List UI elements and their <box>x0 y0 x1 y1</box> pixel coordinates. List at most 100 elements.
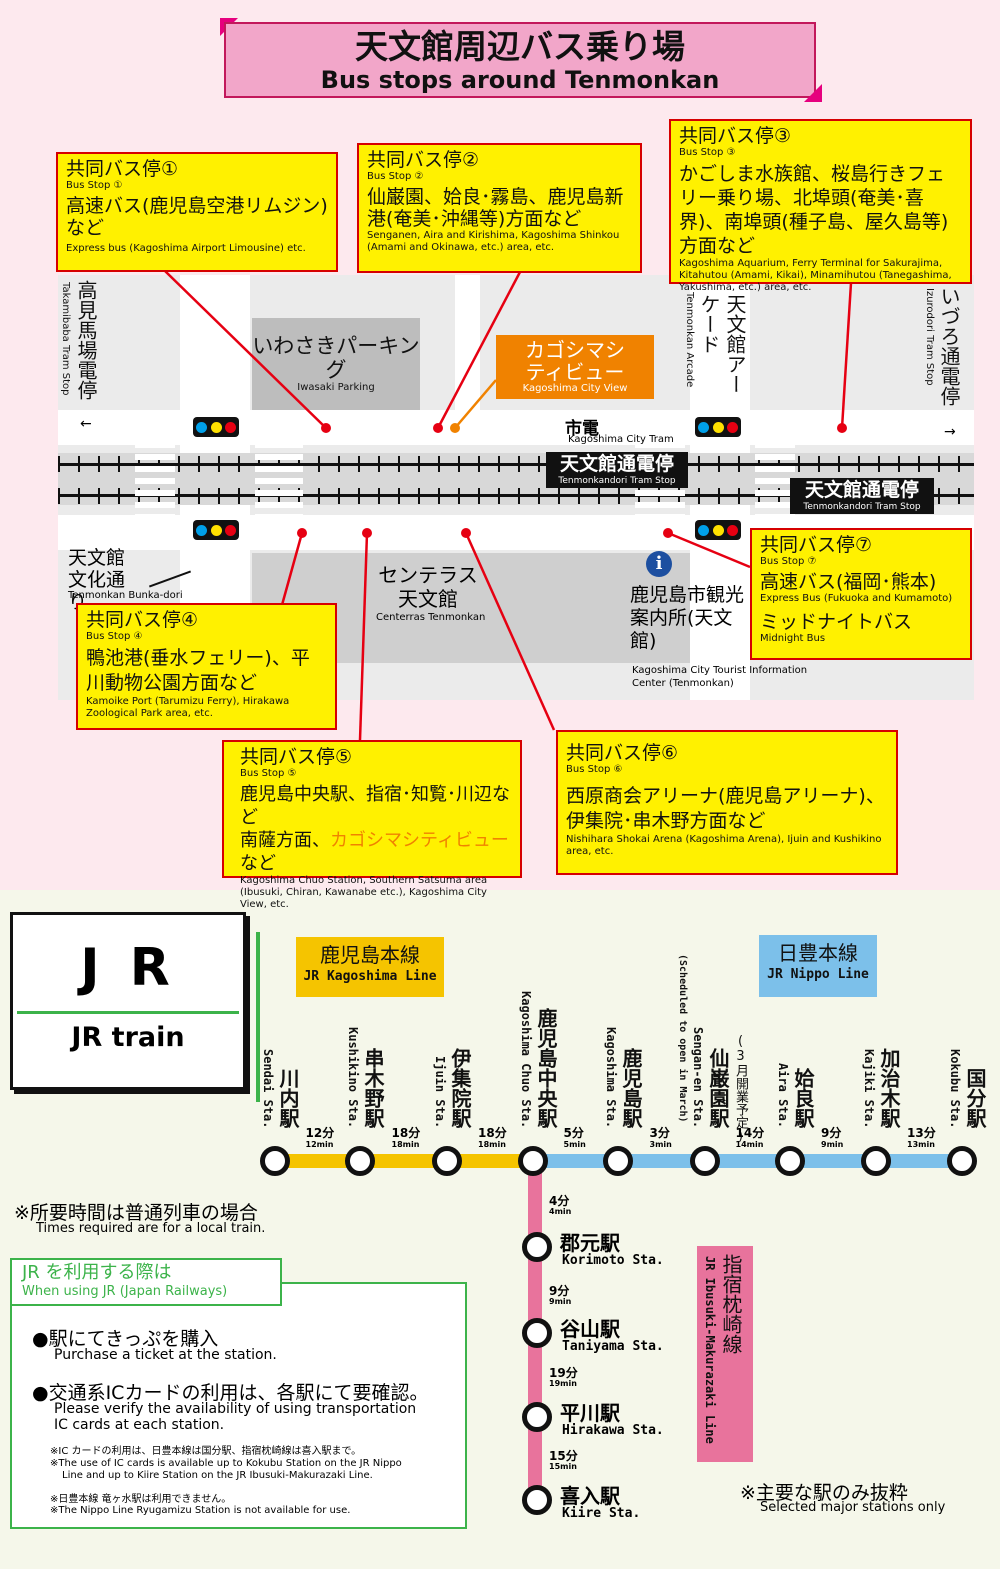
tram-label-jp: 市電 <box>565 419 599 439</box>
bus-stop-3-marker[interactable] <box>837 423 847 433</box>
station-circle[interactable] <box>518 1146 548 1176</box>
ibusuki-line-en: JR Ibusuki-Makurazaki Line <box>703 1256 717 1444</box>
jr-title-box: J R JR train <box>10 912 246 1090</box>
traffic-signal-icon <box>193 520 239 540</box>
station-circle[interactable] <box>522 1318 552 1348</box>
bus-stop-destinations-en: Nishihara Shokai Arena (Kagoshima Arena)… <box>566 834 882 857</box>
travel-time-en: 14min <box>735 1140 764 1149</box>
station-circle[interactable] <box>522 1485 552 1515</box>
bus-stop-sub: Bus Stop ⑥ <box>566 764 623 775</box>
tram-stop-north: 天文館通電停 Tenmonkandori Tram Stop <box>546 452 688 488</box>
travel-time-en: 18min <box>478 1140 506 1149</box>
travel-time: 5分 <box>563 1126 584 1140</box>
bus-stop-sub: Bus Stop ④ <box>86 631 143 642</box>
bus-stop-7-marker[interactable] <box>663 528 673 538</box>
station-name-jp: 国分駅 <box>963 1068 987 1128</box>
tram-stop-south-jp: 天文館通電停 <box>804 479 919 501</box>
bus-stop-1-box[interactable]: 共同バス停① Bus Stop ① 高速バス(鹿児島空港リムジン)など Expr… <box>56 152 338 272</box>
station-circle[interactable] <box>861 1146 891 1176</box>
bus-stop-sub: Bus Stop ③ <box>679 147 736 158</box>
iwasaki-parking: いわさきパーキング Iwasaki Parking <box>252 318 420 410</box>
station-circle[interactable] <box>345 1146 375 1176</box>
bus-stop-2-marker[interactable] <box>433 423 443 433</box>
station-circle[interactable] <box>603 1146 633 1176</box>
bus-stop-1-marker[interactable] <box>321 423 331 433</box>
bus-stop-destinations-en: Express bus (Kagoshima Airport Limousine… <box>66 243 306 254</box>
arcade-label-en: Tenmonkan Arcade <box>684 292 695 388</box>
bus-stop-destinations-cityview: カゴシマシティビュー <box>330 830 509 851</box>
bus-stop-destinations-b: 南薩方面、 <box>240 830 330 851</box>
bus-stop-6-box[interactable]: 共同バス停⑥ Bus Stop ⑥ 西原商会アリーナ(鹿児島アリーナ)、伊集院･… <box>556 730 898 875</box>
centerras-label-en: Centerras Tenmonkan <box>376 612 486 623</box>
crosswalk <box>255 440 303 520</box>
travel-time: 19分 <box>549 1366 578 1380</box>
travel-time: 4分 <box>549 1194 570 1208</box>
station-name-en: Sengan-en Sta. <box>691 1026 705 1128</box>
bus-stop-5-marker[interactable] <box>362 528 372 538</box>
travel-time: 14分 <box>735 1126 765 1140</box>
travel-time-en: 13min <box>907 1140 935 1149</box>
bus-stop-2-box[interactable]: 共同バス停② Bus Stop ② 仙巌園、姶良･霧島、鹿児島新港(奄美･沖縄等… <box>357 143 642 273</box>
leader-lines <box>164 270 853 741</box>
bus-stop-sub: Bus Stop ⑤ <box>240 768 297 779</box>
station-circle[interactable] <box>947 1146 977 1176</box>
station-name-en: Sendai Sta. <box>261 1048 275 1128</box>
title-japanese: 天文館周辺バス乗り場 <box>355 27 685 66</box>
crosswalk <box>135 440 175 520</box>
ibusuki-line-tag: 指宿枕崎線 JR Ibusuki-Makurazaki Line <box>697 1246 753 1462</box>
tram-label-en: Kagoshima City Tram <box>568 434 674 445</box>
tram-stop-south-en: Tenmonkandori Tram Stop <box>803 502 921 512</box>
takamibaba-label-jp: 高見馬場電停 <box>74 280 98 400</box>
jr-usage-note-1: ※IC カードの利用は、日豊本線は国分駅、指宿枕崎線は喜入駅まで。 <box>50 1446 362 1457</box>
izuro-label-jp: いづろ通電停 <box>937 286 961 406</box>
station-name-jp: 加治木駅 <box>877 1048 901 1128</box>
station-circle[interactable] <box>432 1146 462 1176</box>
bus-stop-heading: 共同バス停⑥ <box>566 742 679 764</box>
station-circle[interactable] <box>522 1232 552 1262</box>
kagoshima-line-en: JR Kagoshima Line <box>303 969 437 984</box>
station-circle[interactable] <box>260 1146 290 1176</box>
bus-stop-destinations: 高速バス(福岡･熊本) <box>760 571 937 593</box>
leader-line-stop-7 <box>667 531 751 569</box>
leader-line-stop-2 <box>436 271 522 429</box>
travel-time-en: 18min <box>391 1140 420 1149</box>
station-name-en: Kushikino Sta. <box>346 1026 360 1128</box>
centerras-label-jp: センテラス天文館 <box>378 563 478 611</box>
bus-stop-4-box[interactable]: 共同バス停④ Bus Stop ④ 鴨池港(垂水フェリー)、平川動物公園方面など… <box>76 603 337 730</box>
bus-stop-destinations-2-en: Midnight Bus <box>760 633 826 644</box>
bus-stop-4-marker[interactable] <box>297 528 307 538</box>
bus-stop-destinations-en: Kagoshima Aquarium, Ferry Terminal for S… <box>679 258 952 293</box>
bus-stop-7-box[interactable]: 共同バス停⑦ Bus Stop ⑦ 高速バス(福岡･熊本) Express Bu… <box>750 528 972 660</box>
bus-stop-destinations-en: Express Bus (Fukuoka and Kumamoto) <box>760 593 953 604</box>
bus-stop-destinations-d: など <box>240 853 276 874</box>
travel-time: 15分 <box>549 1449 578 1463</box>
station-circle[interactable] <box>775 1146 805 1176</box>
jr-usage-info: JR を利用する際は When using JR (Japan Railways… <box>10 1258 467 1529</box>
bus-stop-5-box[interactable]: 共同バス停⑤ Bus Stop ⑤ 鹿児島中央駅、指宿･知覧･川辺など南薩方面、… <box>222 740 522 910</box>
bus-stop-6-marker[interactable] <box>461 528 471 538</box>
station-name-en: Kagoshima Chuo Sta. <box>519 990 533 1128</box>
kagoshima-line-tag: 鹿児島本線 JR Kagoshima Line <box>296 937 444 997</box>
cityview-stop-marker[interactable] <box>450 423 460 433</box>
ibusuki-line-jp: 指宿枕崎線 <box>719 1254 743 1354</box>
title-english: Bus stops around Tenmonkan <box>320 66 720 94</box>
travel-time-en: 3min <box>649 1140 672 1149</box>
travel-time: 13分 <box>907 1126 936 1140</box>
jr-usage-bullet-2: ●交通系ICカードの利用は、各駅にて要確認。 <box>32 1382 429 1404</box>
bus-stop-destinations-en: Kagoshima Chuo Station, Southern Satsuma… <box>240 875 488 910</box>
station-circle[interactable] <box>522 1402 552 1432</box>
bus-stop-heading: 共同バス停⑤ <box>240 746 353 768</box>
divider <box>17 1011 239 1014</box>
bus-stop-destinations: かごしま水族館、桜島行きフェリー乗り場、北埠頭(奄美･喜界)、南埠頭(種子島、屋… <box>679 163 949 257</box>
station-name-jp: 鹿児島駅 <box>619 1048 643 1128</box>
bus-stop-heading: 共同バス停② <box>367 149 480 171</box>
jr-usage-note-2: ※日豊本線 竜ヶ水駅は利用できません。 <box>50 1494 232 1505</box>
station-circle[interactable] <box>690 1146 720 1176</box>
jr-usage-bullet-1-en: Purchase a ticket at the station. <box>54 1347 277 1363</box>
bus-stop-destinations: 西原商会アリーナ(鹿児島アリーナ)、伊集院･串木野方面など <box>566 785 885 832</box>
nippo-line-en: JR Nippo Line <box>767 967 869 982</box>
note-major-jp: ※主要な駅のみ抜粋 <box>740 1482 908 1504</box>
jr-usage-title-en: When using JR (Japan Railways) <box>22 1284 228 1299</box>
bus-stop-3-box[interactable]: 共同バス停③ Bus Stop ③ かごしま水族館、桜島行きフェリー乗り場、北埠… <box>669 119 972 293</box>
bunka-label-en: Tenmonkan Bunka-dori <box>68 590 183 601</box>
